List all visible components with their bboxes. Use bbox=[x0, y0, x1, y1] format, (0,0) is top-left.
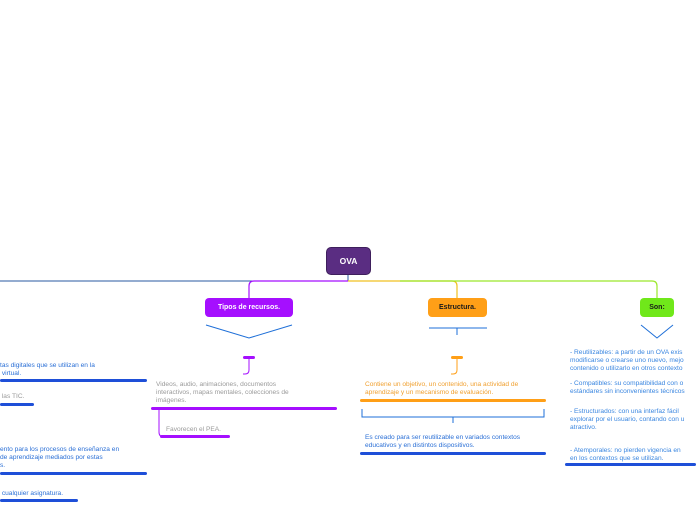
branch-node-tipos[interactable]: Tipos de recursos. bbox=[205, 298, 293, 317]
estructura-text: Contiene un objetivo, un contenido, una … bbox=[365, 381, 519, 397]
son-item-reutilizables: - Reutilizables: a partir de un OVA exis… bbox=[570, 349, 684, 373]
son-chevron bbox=[640, 324, 674, 339]
root-label: OVA bbox=[339, 256, 358, 266]
son-item-estructurados: - Estructurados: con una interfaz fácil … bbox=[570, 408, 685, 432]
estructura-sub-text: Es creado para ser reutilizable en varia… bbox=[365, 434, 521, 450]
branch-label-son: Son: bbox=[649, 304, 665, 311]
branch-label-estructura: Estructura. bbox=[439, 304, 476, 311]
estructura-tag bbox=[451, 356, 463, 359]
tipos-underline bbox=[151, 407, 337, 410]
root-line-left bbox=[0, 274, 349, 282]
son-underline bbox=[565, 463, 696, 466]
estructura-underline bbox=[360, 399, 546, 402]
left-text-3: ento para los procesos de enseñanza en d… bbox=[0, 446, 120, 470]
left-text-2: las TIC. bbox=[0, 393, 25, 400]
root-line-tipos bbox=[248, 280, 348, 298]
estructura-bracket bbox=[361, 409, 545, 418]
tipos-connector bbox=[243, 359, 250, 375]
branch-label-tipos: Tipos de recursos. bbox=[217, 304, 281, 311]
son-item-atemporales: - Atemporales: no pierden vigencia en en… bbox=[570, 447, 681, 463]
root-line-estructura bbox=[348, 280, 458, 298]
tipos-tag bbox=[243, 356, 255, 359]
tipos-text: Videos, audio, animaciones, documentos i… bbox=[156, 381, 289, 405]
tipos-sub-text: Favorecen el PEA. bbox=[166, 426, 221, 433]
root-line-son bbox=[400, 280, 658, 298]
left-underline-1 bbox=[0, 379, 147, 382]
tipos-sub-underline bbox=[160, 435, 230, 438]
left-underline-4 bbox=[0, 499, 78, 502]
left-underline-3 bbox=[0, 472, 147, 475]
root-node-ova[interactable]: OVA bbox=[327, 248, 370, 274]
left-text-1: tas digitales que se utilizan en la virt… bbox=[0, 362, 95, 378]
estructura-connector bbox=[451, 359, 458, 375]
son-item-compatibles: - Compatibles: su compatibilidad con o e… bbox=[570, 380, 685, 396]
branch-node-estructura[interactable]: Estructura. bbox=[428, 298, 487, 317]
left-text-4: cualquier asignatura. bbox=[0, 490, 64, 497]
left-underline-2 bbox=[0, 403, 34, 406]
estructura-sub-underline bbox=[360, 452, 546, 455]
branch-node-son[interactable]: Son: bbox=[640, 298, 674, 317]
tipos-chevron bbox=[205, 324, 293, 339]
